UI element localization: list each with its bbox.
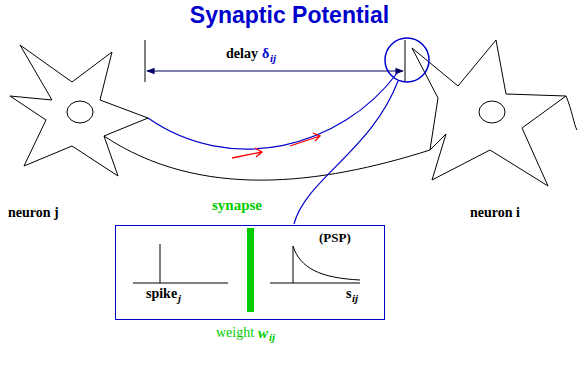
subscript: ij [352, 293, 358, 304]
neuron-label: neuron j [8, 206, 59, 220]
axis [270, 283, 360, 284]
synapse-bar [247, 228, 254, 312]
subscript: ij [270, 53, 276, 64]
nucleus [479, 101, 505, 123]
weight-symbol: w [258, 326, 268, 341]
title: Synaptic Potential [0, 3, 579, 28]
leader-line [294, 81, 398, 224]
neuron-label: neuron i [470, 206, 520, 220]
signal-arrow [290, 133, 320, 146]
neuron-body [412, 40, 566, 186]
synapse-box: spikej (PSP) sij [115, 225, 385, 320]
bracket-tick [145, 40, 146, 82]
nucleus [67, 101, 93, 123]
synapse-label: synapse [212, 198, 262, 213]
bracket-tick [405, 40, 406, 82]
psp-symbol: s [346, 287, 351, 301]
axis [133, 283, 228, 284]
axon-outline [104, 136, 430, 180]
psp-label: (PSP) [319, 231, 351, 244]
subscript: ij [269, 332, 275, 343]
delay-arrow [147, 70, 403, 71]
dendrite [566, 96, 577, 130]
synapse-circle [385, 38, 429, 82]
delay-symbol: δ [262, 47, 269, 61]
psp-curve [293, 246, 360, 283]
weight-label: weight [216, 326, 254, 340]
delay-label: delay [226, 47, 258, 61]
signal-arrow [232, 148, 262, 158]
spike-label: spike [146, 287, 177, 301]
spike [160, 244, 161, 283]
axon [148, 72, 398, 149]
subscript: j [178, 293, 181, 304]
neuron-body [10, 45, 148, 176]
